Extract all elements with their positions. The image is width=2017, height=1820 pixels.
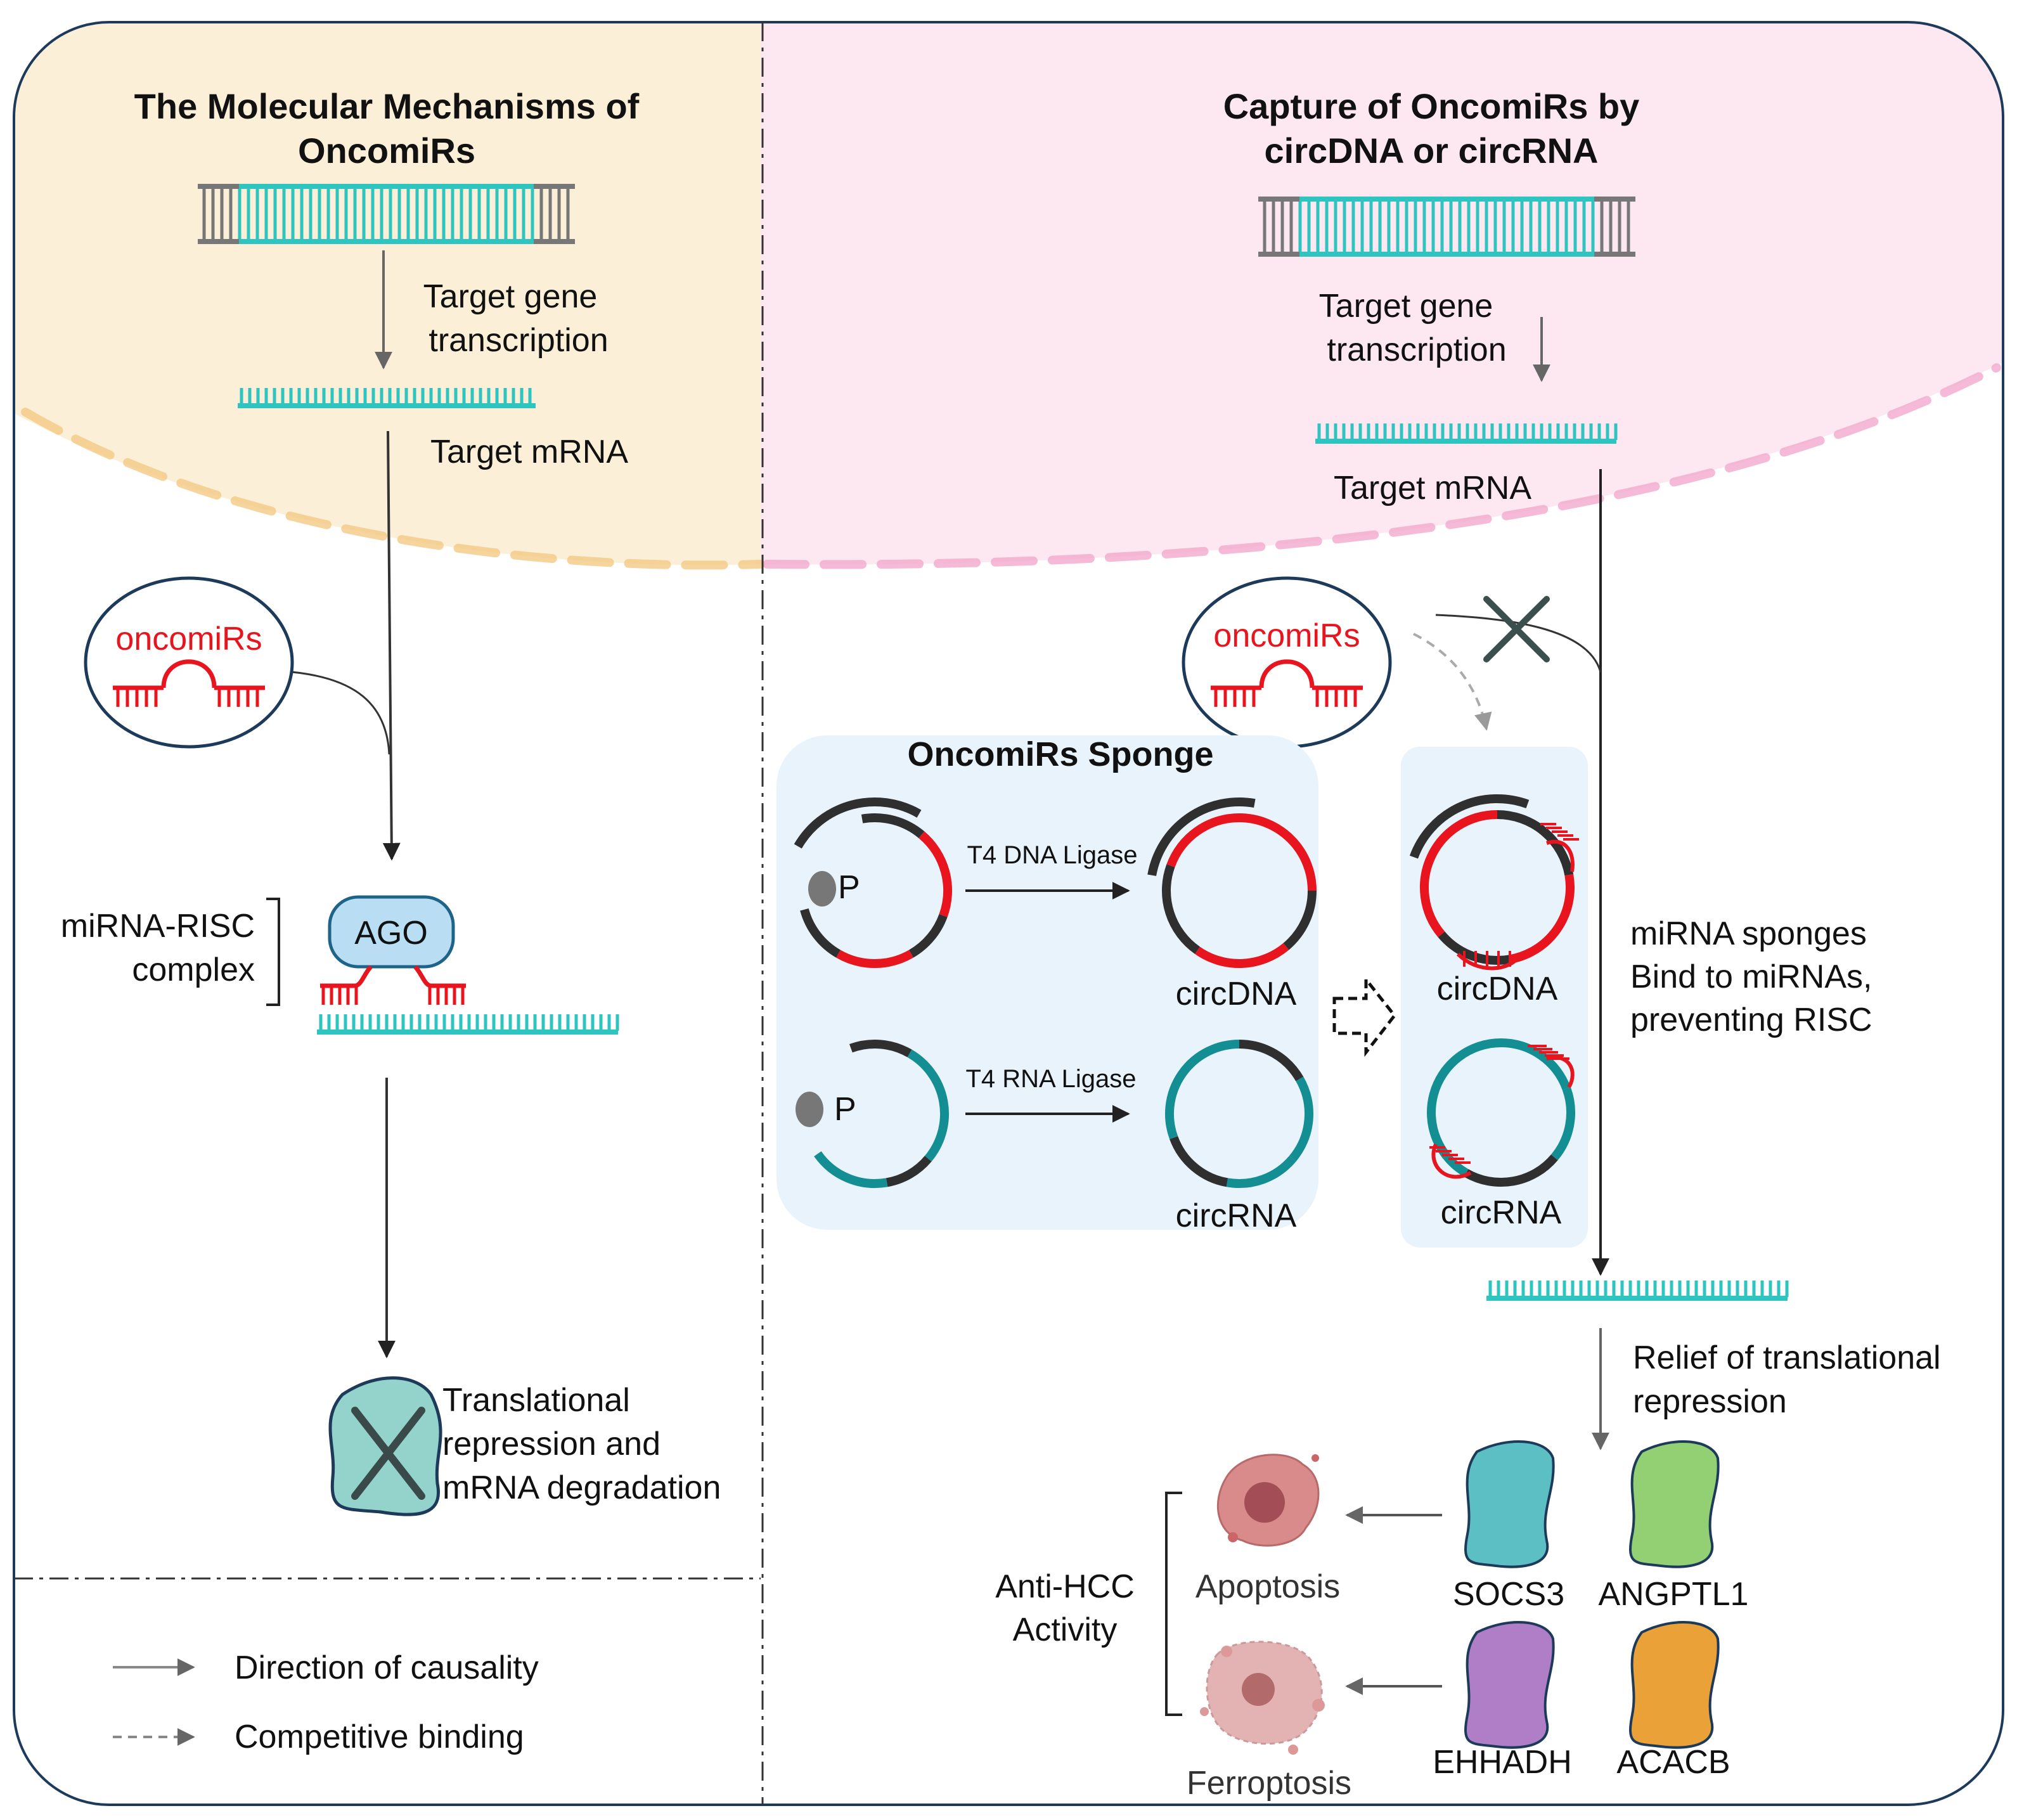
right-target-mrna-label: Target mRNA xyxy=(1334,470,1531,507)
bound-circrna-label: circRNA xyxy=(1441,1194,1562,1231)
bound-sponge-box xyxy=(1401,747,1588,1248)
left-target-mrna-icon xyxy=(238,388,536,408)
rna-ligase-label: T4 RNA Ligase xyxy=(965,1065,1136,1093)
legend-competitive-label: Competitive binding xyxy=(235,1719,524,1755)
risc-bound-mirna-icon xyxy=(320,965,466,1005)
sponge-desc-line3: preventing RISC xyxy=(1630,1002,1872,1038)
gene-acacb: ACACB xyxy=(1616,1744,1730,1781)
gene-socs3: SOCS3 xyxy=(1453,1576,1564,1613)
anti-hcc-line1: Anti-HCC xyxy=(995,1568,1135,1605)
gene-angptl1: ANGPTL1 xyxy=(1599,1576,1749,1613)
risc-label-line1: miRNA-RISC xyxy=(61,908,255,945)
left-repression-line2: repression and xyxy=(442,1426,661,1462)
ferroptosis-label: Ferroptosis xyxy=(1187,1765,1351,1802)
nucleus-backgrounds xyxy=(14,22,2003,565)
ehhadh-protein-icon xyxy=(1464,1621,1555,1749)
acacb-protein-icon xyxy=(1629,1621,1720,1749)
left-title-line1: The Molecular Mechanisms of xyxy=(134,86,640,126)
apoptosis-cell-icon xyxy=(1216,1454,1320,1547)
right-transcription-line1: Target gene xyxy=(1319,288,1493,325)
right-competitive-binding-arrow xyxy=(1413,633,1492,731)
bound-circrna-icon xyxy=(1427,1038,1575,1187)
ago-label: AGO xyxy=(354,915,428,952)
relief-line1: Relief of translational xyxy=(1633,1339,1941,1376)
risc-target-mrna-icon xyxy=(317,1014,619,1035)
bound-circdna-label: circDNA xyxy=(1437,971,1558,1007)
sponge-title: OncomiRs Sponge xyxy=(907,735,1213,773)
angptl1-protein-icon xyxy=(1629,1440,1720,1568)
right-title-line2: circDNA or circRNA xyxy=(1265,131,1599,171)
left-dna-icon xyxy=(198,184,575,244)
left-title-line2: OncomiRs xyxy=(298,131,475,171)
left-nuclear-envelope xyxy=(21,408,765,570)
risc-bracket xyxy=(266,898,280,1006)
right-nucleus-bg xyxy=(761,22,2003,565)
right-oncomirs-label: oncomiRs xyxy=(1213,617,1360,654)
circdna-label: circDNA xyxy=(1176,976,1297,1012)
right-title-line1: Capture of OncomiRs by xyxy=(1223,86,1640,126)
sponge-capture-arrow xyxy=(1332,974,1397,1057)
left-oncomir-join-curve xyxy=(291,671,390,755)
apoptosis-label: Apoptosis xyxy=(1195,1568,1340,1605)
relief-line2: repression xyxy=(1633,1383,1787,1420)
p-label-1: P xyxy=(838,869,860,906)
gene-ehhadh: EHHADH xyxy=(1433,1744,1572,1781)
anti-hcc-bracket xyxy=(1165,1492,1182,1716)
socs3-protein-icon xyxy=(1464,1440,1555,1568)
left-transcription-line1: Target gene xyxy=(423,278,598,315)
bound-circdna-icon xyxy=(1409,794,1579,971)
right-dna-icon xyxy=(1258,197,1635,257)
freed-target-mrna-icon xyxy=(1486,1281,1789,1301)
right-nuclear-envelope xyxy=(763,363,2001,569)
anti-hcc-line2: Activity xyxy=(1013,1611,1118,1648)
sponge-desc-line2: Bind to miRNAs, xyxy=(1630,958,1872,995)
sponge-desc-line1: miRNA sponges xyxy=(1630,915,1867,952)
right-transcription-line2: transcription xyxy=(1327,332,1506,368)
left-nucleus-bg xyxy=(14,22,761,565)
circdna-icon xyxy=(1147,797,1317,968)
sponge-box xyxy=(777,735,1318,1230)
right-blocked-binding-curve xyxy=(1435,614,1602,673)
left-repression-line3: mRNA degradation xyxy=(442,1469,721,1506)
right-binding-blocked-x-icon xyxy=(1483,596,1550,662)
blocked-x-icon xyxy=(351,1407,425,1500)
left-oncomirs-label: oncomiRs xyxy=(115,621,262,657)
left-oncomir-icon xyxy=(113,659,265,707)
legend-causality-label: Direction of causality xyxy=(235,1649,539,1686)
risc-label-line2: complex xyxy=(132,952,255,988)
p-label-2: P xyxy=(834,1091,856,1128)
circrna-label: circRNA xyxy=(1176,1197,1297,1234)
left-repression-line1: Translational xyxy=(442,1382,630,1419)
ferroptosis-cell-icon xyxy=(1200,1641,1325,1755)
ago-protein xyxy=(328,895,455,969)
left-target-mrna-label: Target mRNA xyxy=(430,434,628,470)
outer-frame xyxy=(13,21,2004,1806)
left-mrna-to-risc-arrow xyxy=(382,430,401,861)
circrna-icon xyxy=(1165,1040,1313,1188)
linear-rna-precursor-icon xyxy=(796,1040,949,1188)
right-target-mrna-icon xyxy=(1315,423,1618,444)
right-oncomir-icon xyxy=(1211,659,1363,707)
dna-ligase-label: T4 DNA Ligase xyxy=(967,841,1137,869)
linear-dna-precursor-icon xyxy=(794,797,952,968)
left-transcription-line2: transcription xyxy=(429,322,608,359)
